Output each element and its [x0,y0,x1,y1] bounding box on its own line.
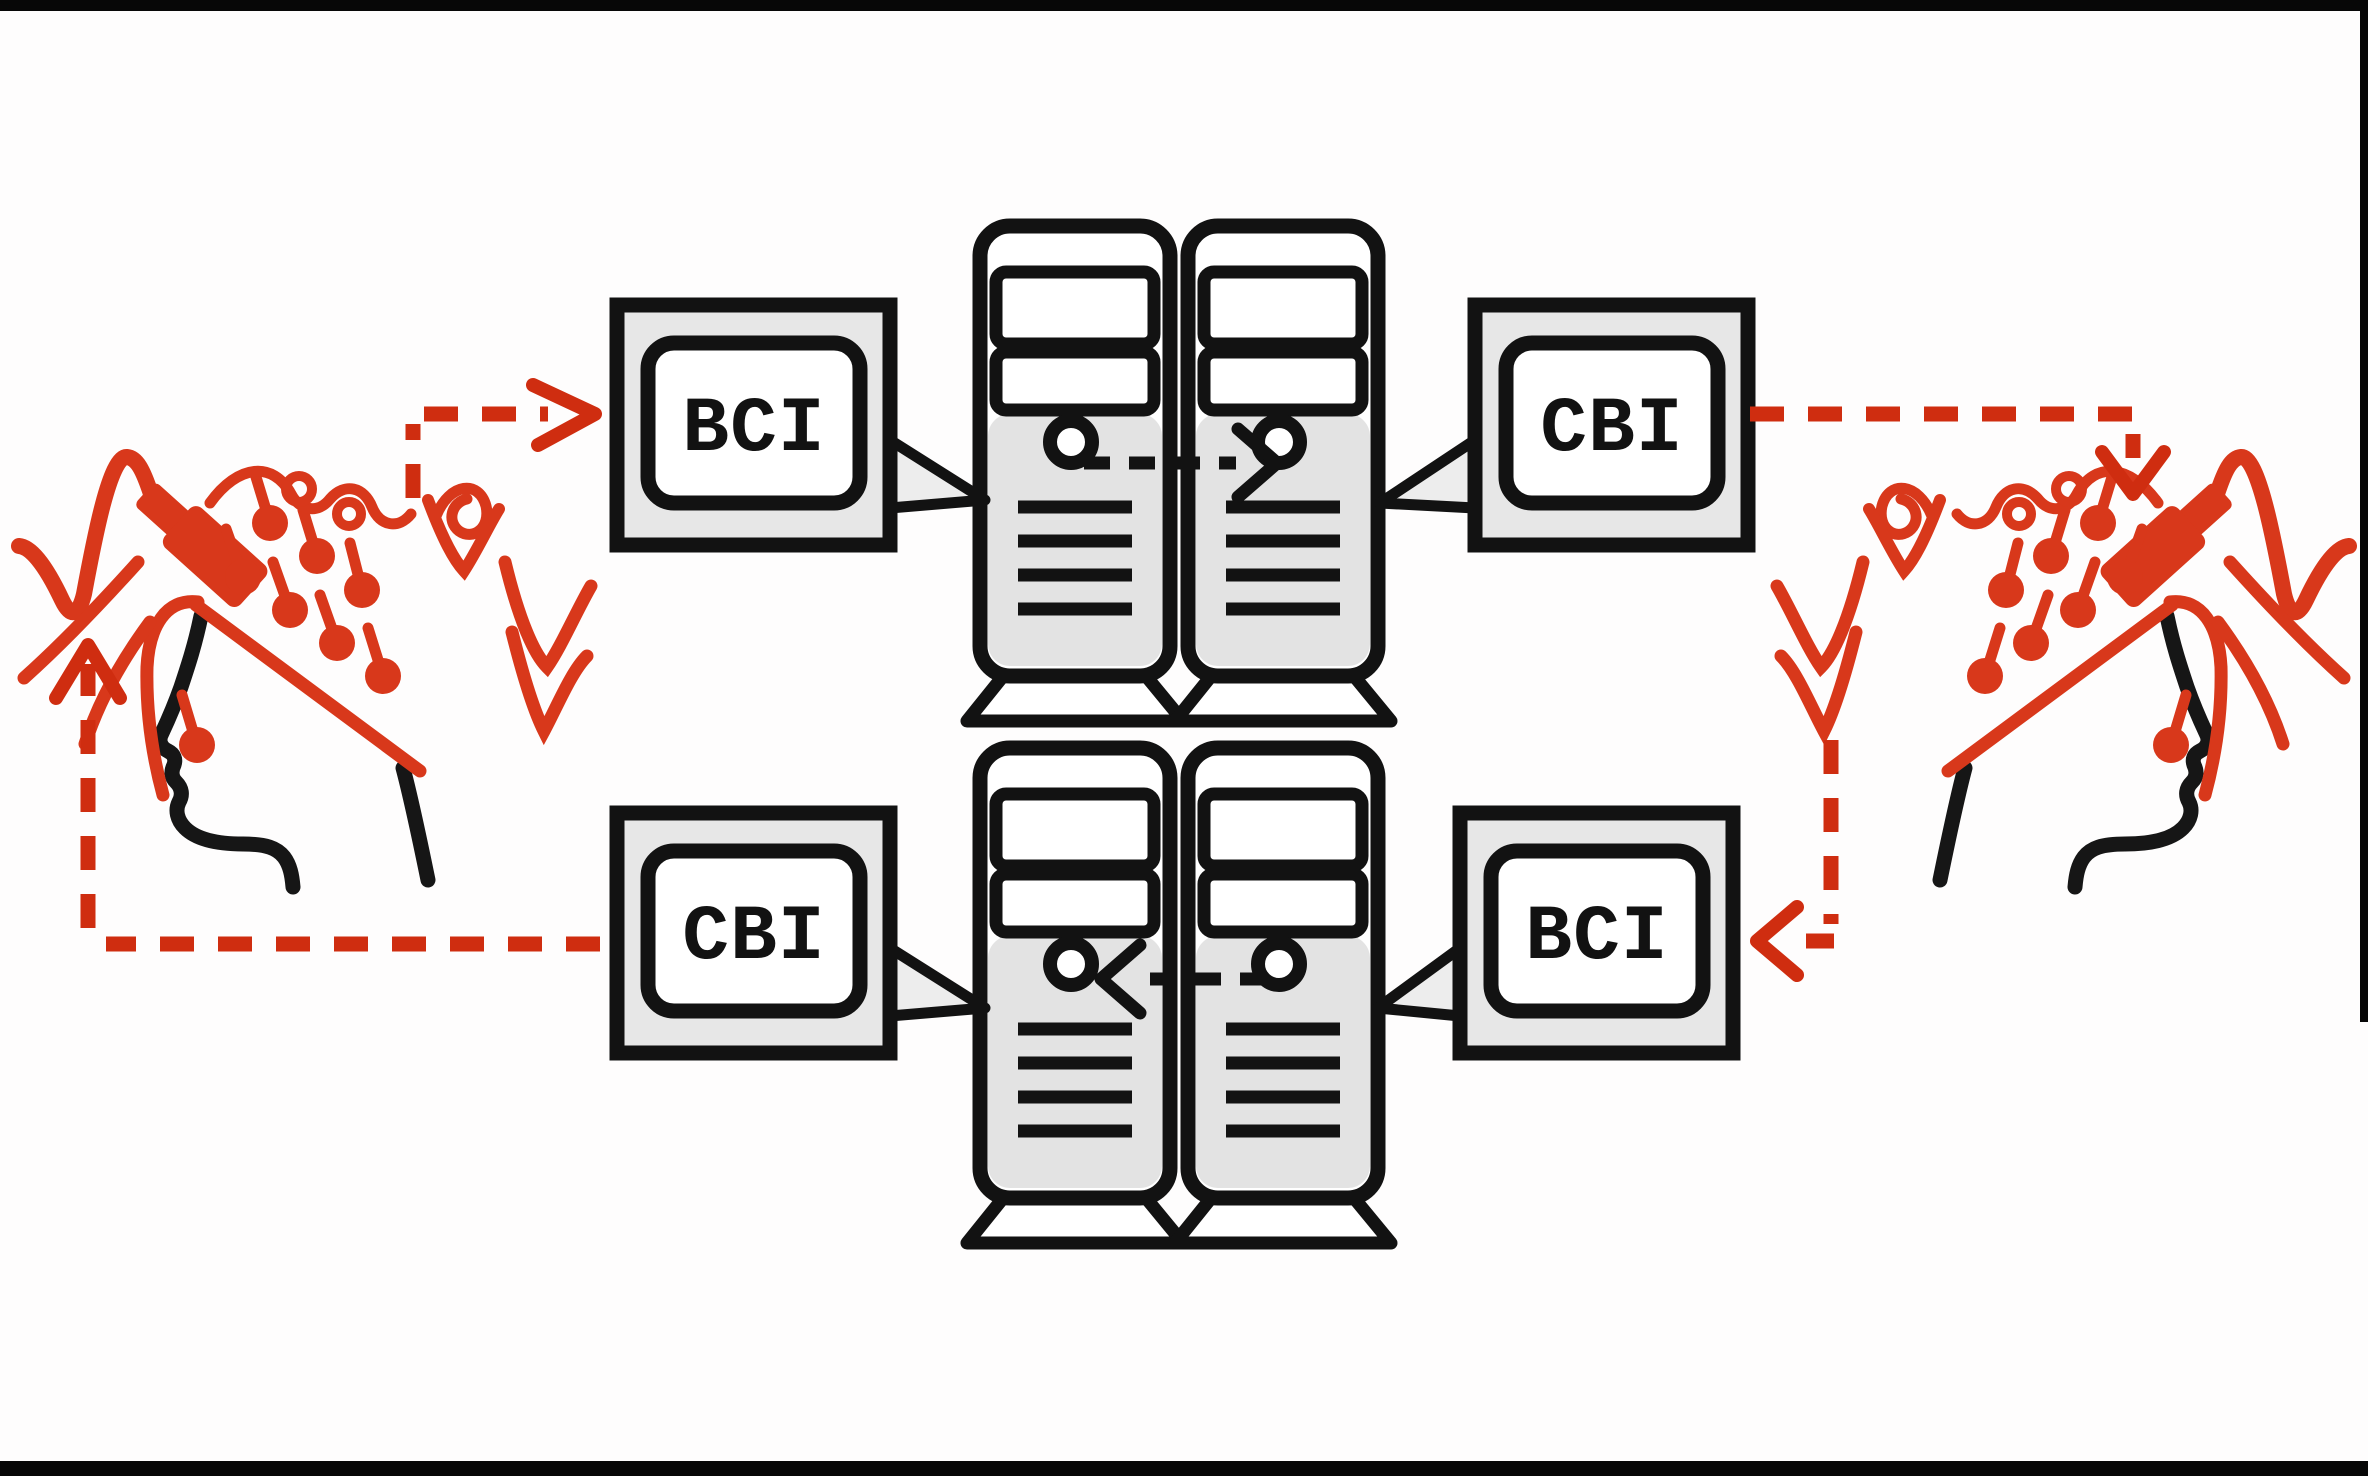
label-inner [640,843,868,1019]
frame-right-bar [2360,0,2368,1022]
label-text: BCI [682,386,825,474]
computer-tower-bottom-left-icon [967,748,1183,1243]
arrow-computer-bottom-transfer-icon [1094,938,1262,1020]
bci-label-bottom-right: BCI [1372,805,1741,1061]
cbi-label-bottom-left: CBI [609,805,991,1061]
arrow-computer-top-transfer-icon [1084,422,1284,504]
label-inner [1498,335,1726,511]
computer-tower-top-right-icon [1175,226,1391,721]
arrow-cbi-to-left-head-icon [49,638,600,952]
label-text: CBI [1540,386,1683,474]
label-inner [1483,843,1711,1019]
computer-tower-top-left-icon [967,226,1183,721]
frame-top-bar [0,0,2368,11]
computer-tower-bottom-right-icon [1175,748,1391,1243]
label-inner [640,335,868,511]
arrow-left-head-to-bci-icon [405,378,602,498]
label-text: CBI [682,894,825,982]
bci-label-top-left: BCI [609,297,991,553]
cbi-label-top-right: CBI [1374,297,1756,553]
arrow-right-head-to-bci-icon [1750,740,1839,982]
label-text: BCI [1525,894,1668,982]
arrow-cbi-to-right-head-icon [1750,406,2171,501]
frame-bottom-bar [0,1461,2368,1476]
